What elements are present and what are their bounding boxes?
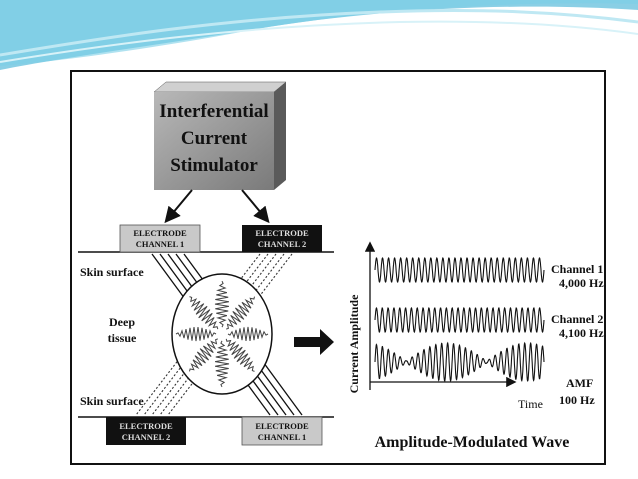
stimulator-line2: Current (181, 128, 248, 149)
stimulator-box: Interferential Current Stimulator (153, 81, 287, 190)
interference-zone (171, 273, 273, 395)
channel2-label: Channel 2 (551, 312, 603, 326)
arrow-to-channel1 (164, 189, 193, 224)
channel1-label: Channel 1 (551, 262, 603, 276)
starburst-ray (215, 340, 230, 388)
header-swoosh (0, 0, 638, 70)
electrode-bottom-right-line2: CHANNEL 1 (258, 432, 306, 442)
wave-channel1 (374, 256, 545, 284)
deep-tissue-label-line2: tissue (108, 331, 137, 345)
starburst-ray (189, 338, 218, 372)
electrode-bottom-left-line2: CHANNEL 2 (122, 432, 170, 442)
electrode-bottom-right: ELECTRODE CHANNEL 1 (241, 416, 323, 446)
interferential-diagram: Interferential Current Stimulator ELECTR… (70, 70, 606, 465)
electrode-top-left: ELECTRODE CHANNEL 1 (119, 224, 201, 253)
skin-surface-top-label: Skin surface (80, 265, 144, 279)
stimulator-line3: Stimulator (170, 155, 258, 176)
channel2-freq: 4,100 Hz (559, 326, 604, 340)
result-arrow (294, 329, 334, 355)
electrode-top-right-line2: CHANNEL 2 (258, 239, 306, 249)
electrode-top-left-line1: ELECTRODE (133, 228, 187, 238)
electrode-bottom-left-line1: ELECTRODE (119, 421, 173, 431)
electrode-bottom-right-line1: ELECTRODE (255, 421, 309, 431)
starburst-ray (189, 296, 219, 330)
x-axis-label: Time (518, 397, 543, 411)
deep-tissue-label-line1: Deep (109, 315, 135, 329)
stimulator-line1: Interferential (159, 101, 268, 122)
electrode-bottom-left: ELECTRODE CHANNEL 2 (106, 417, 186, 445)
skin-surface-bottom-label: Skin surface (80, 394, 144, 408)
starburst-ray (227, 326, 269, 341)
starburst-ray (225, 338, 255, 372)
amf-label: AMF (566, 376, 593, 390)
starburst-ray (175, 327, 217, 342)
figure-caption: Amplitude-Modulated Wave (375, 434, 570, 451)
starburst-ray (226, 296, 255, 330)
electrode-top-left-line2: CHANNEL 1 (136, 239, 184, 249)
electrode-top-right: ELECTRODE CHANNEL 2 (242, 225, 322, 252)
channel1-freq: 4,000 Hz (559, 276, 604, 290)
arrow-to-channel2 (241, 189, 270, 224)
wave-amf (374, 341, 545, 383)
starburst-ray (214, 280, 229, 328)
electrode-top-right-line1: ELECTRODE (255, 228, 309, 238)
y-axis-label: Current Amplitude (347, 294, 361, 393)
amf-freq: 100 Hz (559, 393, 595, 407)
diagram-canvas: Interferential Current Stimulator ELECTR… (78, 81, 604, 451)
wave-channel2 (374, 306, 545, 334)
